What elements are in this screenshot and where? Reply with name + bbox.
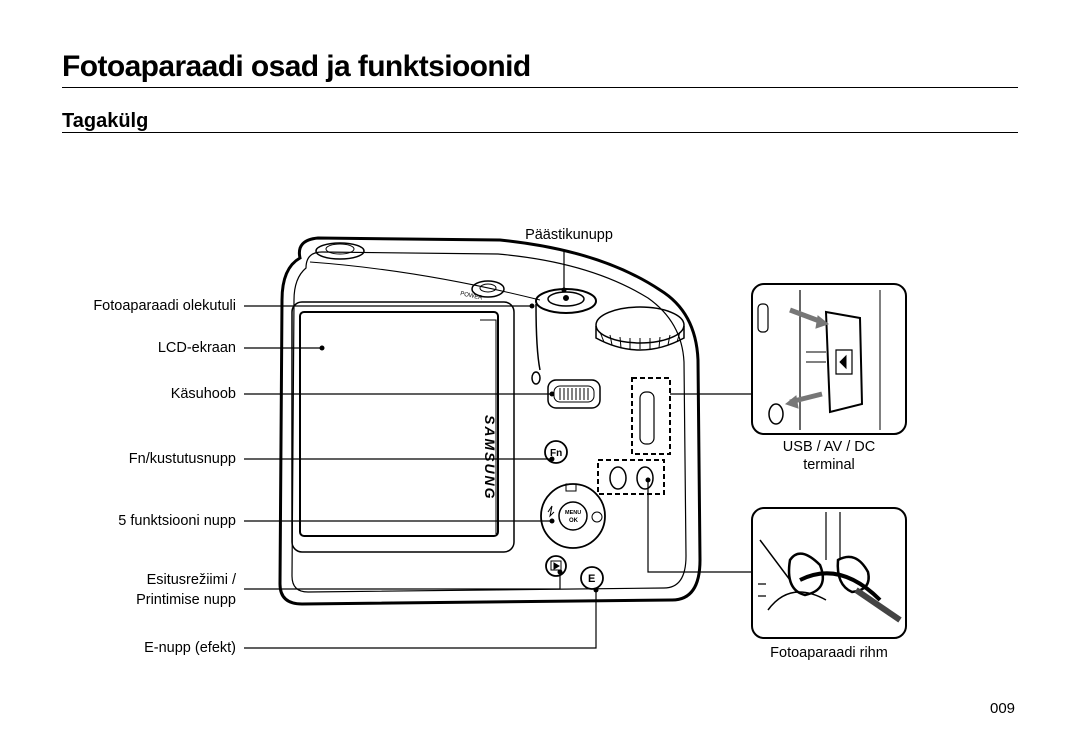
usb-terminal-inset [751, 283, 907, 435]
label-fn-delete: Fn/kustutusnupp [128, 451, 236, 467]
playback-button [545, 555, 567, 577]
label-e-button: E-nupp (efekt) [144, 640, 236, 656]
label-usb-line2: terminal [803, 457, 855, 473]
top-controls [315, 242, 505, 298]
label-status-lamp: Fotoaparaadi olekutuli [93, 298, 236, 314]
side-ports [597, 377, 671, 495]
page-title: Fotoaparaadi osad ja funktsioonid [62, 50, 531, 83]
lcd-screen [291, 301, 515, 553]
section-title: Tagakülg [62, 110, 149, 132]
e-button [580, 566, 604, 590]
brand-logo: SAMSUNG [482, 415, 498, 501]
label-zoom-lever: Käsuhoob [170, 386, 236, 402]
label-lcd: LCD-ekraan [157, 340, 236, 356]
five-function-pad [540, 483, 606, 549]
leader-lines [244, 250, 752, 649]
label-shutter: Päästikunupp [525, 227, 613, 243]
mode-dial [595, 306, 685, 351]
zoom-lever [547, 379, 601, 409]
label-playback-line1: Esitusrežiimi / [146, 572, 236, 588]
label-usb-line1: USB / AV / DC [782, 439, 876, 455]
e-label: E [588, 573, 595, 585]
section-rule [62, 132, 1018, 133]
shutter-button [535, 288, 597, 371]
label-five-function: 5 funktsiooni nupp [118, 513, 236, 529]
ok-label: OK [569, 518, 579, 524]
fn-label: Fn [550, 448, 562, 459]
power-label: POWER [460, 291, 484, 302]
label-strap: Fotoaparaadi rihm [770, 645, 888, 661]
title-rule [62, 87, 1018, 88]
page-number: 009 [990, 700, 1016, 717]
leader-dots [319, 287, 651, 593]
status-lamp [531, 371, 541, 385]
label-playback-line2: Printimise nupp [136, 592, 236, 608]
menu-label: MENU [565, 510, 581, 516]
camera-body [278, 236, 702, 606]
strap-inset [751, 507, 907, 639]
